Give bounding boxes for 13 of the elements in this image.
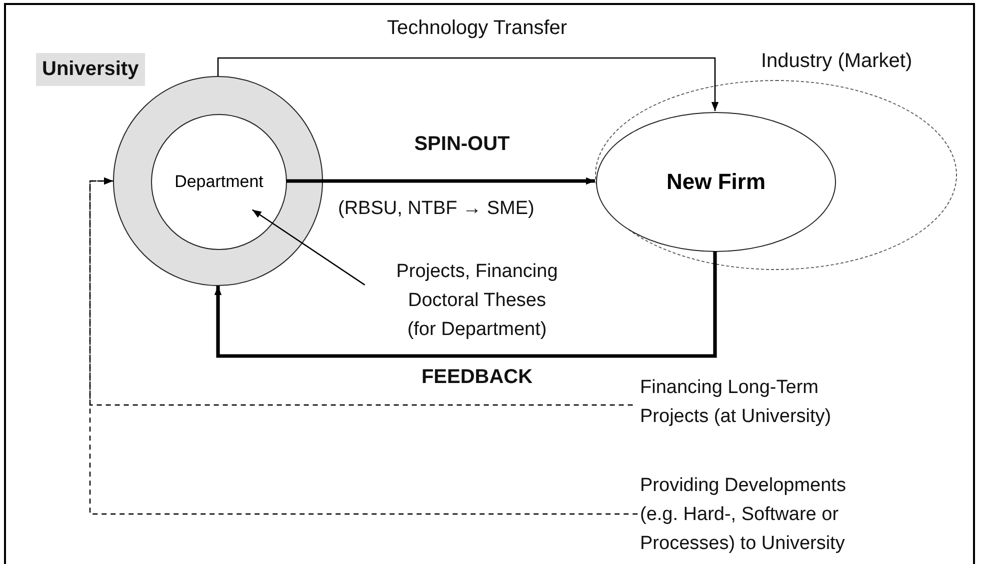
node-title: New Firm — [666, 169, 766, 195]
arrow — [214, 251, 717, 358]
note-text: Providing Developments (e.g. Hard-, Software or Processes) to University — [640, 471, 880, 558]
arrow — [217, 57, 719, 111]
annotation-text: (RBSU, NTBF → SME) — [338, 198, 534, 220]
arrow — [286, 177, 595, 185]
dashed-arrow — [89, 177, 638, 515]
note-text: Projects, Financing Doctoral Theses (for Department) — [392, 257, 562, 344]
note-text: Financing Long-Term Projects (at University) — [640, 373, 880, 431]
section-heading: University — [36, 53, 145, 86]
area-heading: Industry (Market) — [761, 50, 912, 73]
arrow — [252, 209, 366, 286]
node-label: Department — [174, 172, 264, 192]
